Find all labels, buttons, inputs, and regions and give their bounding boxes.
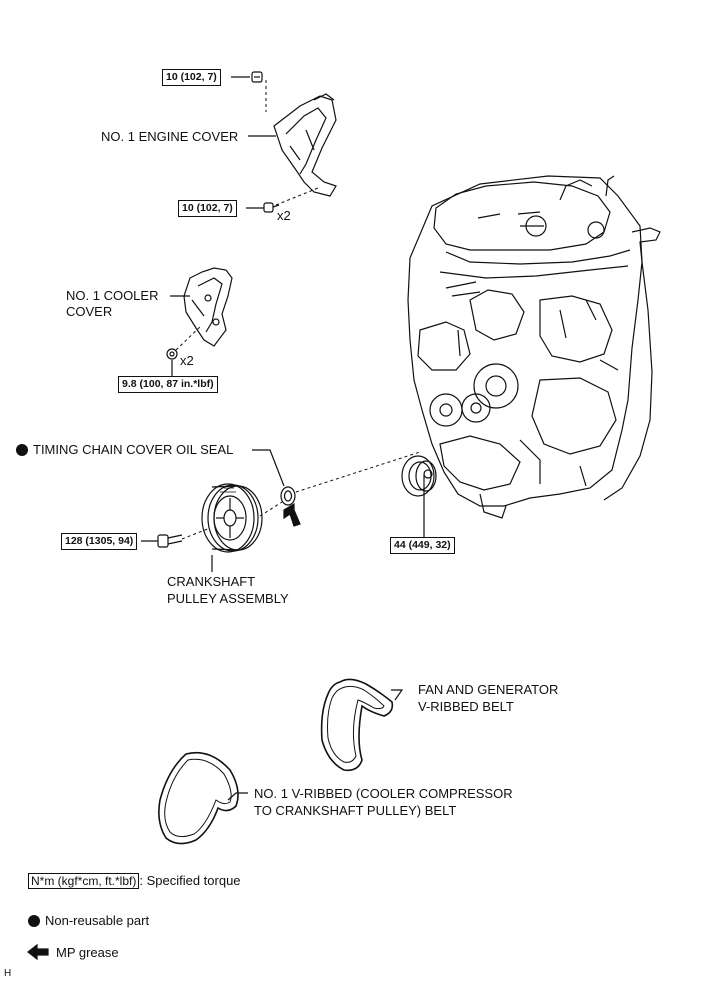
bolt-top [251, 71, 263, 83]
label-qty-cooler-cover: x2 [180, 353, 194, 368]
cooler-cover-part [183, 267, 233, 347]
legend-torque-text: : Specified torque [139, 873, 241, 888]
crankshaft-pulley-part [201, 483, 263, 553]
engine-crank-pulley [401, 455, 437, 497]
label-cooler-belt-line2: TO CRANKSHAFT PULLEY) BELT [254, 803, 457, 818]
cooler-cover-nut [166, 348, 178, 360]
label-cooler-cover-line2: COVER [66, 304, 113, 319]
label-engine-cover: NO. 1 ENGINE COVER [101, 129, 239, 144]
legend-nonreusable-text: Non-reusable part [45, 913, 150, 928]
dashed-line-cooler-nut [175, 324, 203, 351]
label-qty-engine-cover: x2 [277, 208, 291, 223]
engine-assembly [407, 175, 661, 519]
dashed-line-bottom-bolt [275, 187, 319, 206]
legend-nonreusable: Non-reusable part [28, 913, 149, 929]
label-oil-seal-text: TIMING CHAIN COVER OIL SEAL [33, 442, 234, 457]
legend-grease-text: MP grease [56, 945, 119, 960]
label-pulley-line2: PULLEY ASSEMBLY [167, 591, 289, 606]
label-fan-belt-line1: FAN AND GENERATOR [418, 682, 559, 697]
torque-pulley-bolt: 128 (1305, 94) [61, 533, 138, 550]
nonreusable-dot-icon [16, 444, 28, 456]
torque-cooler-cover: 9.8 (100, 87 in.*lbf) [118, 376, 218, 393]
corner-mark: H [4, 968, 12, 979]
torque-engine-cover-top: 10 (102, 7) [162, 69, 221, 86]
label-pulley-line1: CRANKSHAFT [167, 574, 256, 589]
cooler-compressor-belt [158, 751, 239, 845]
leader-oil-seal [252, 449, 285, 487]
dashed-line-seal-engine [295, 451, 421, 493]
legend-torque: N*m (kgf*cm, ft.*lbf): Specified torque [28, 873, 241, 889]
bolt-bottom [263, 202, 280, 213]
engine-cover-part [273, 93, 337, 197]
label-cooler-belt-line1: NO. 1 V-RIBBED (COOLER COMPRESSOR [254, 786, 513, 801]
dashed-line-pulley-seal [259, 501, 283, 517]
leader-fan-belt [391, 689, 404, 701]
grease-arrow-icon [283, 502, 301, 527]
label-fan-belt-line2: V-RIBBED BELT [418, 699, 514, 714]
torque-engine-bolt: 44 (449, 32) [390, 537, 455, 554]
legend-grease-arrow-icon [27, 943, 49, 961]
fan-generator-belt [320, 678, 394, 772]
legend-torque-box: N*m (kgf*cm, ft.*lbf) [28, 873, 140, 889]
pulley-bolt [157, 534, 183, 548]
oil-seal-part [280, 486, 296, 506]
label-oil-seal: TIMING CHAIN COVER OIL SEAL [16, 442, 233, 458]
label-cooler-cover-line1: NO. 1 COOLER [66, 288, 159, 303]
torque-engine-cover-bottom: 10 (102, 7) [178, 200, 237, 217]
legend-dot-icon [28, 915, 40, 927]
dashed-line-pulley-bolt [181, 527, 211, 540]
